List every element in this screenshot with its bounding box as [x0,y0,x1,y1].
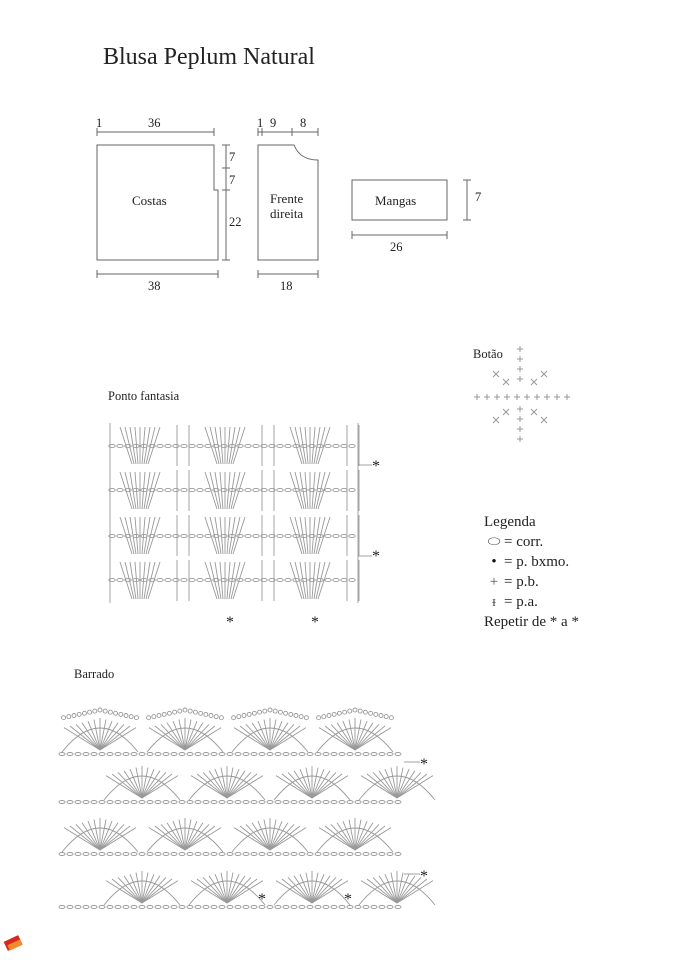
legend-title: Legenda [484,514,536,530]
front-bottom-width-label: 18 [280,279,293,293]
legend-item-text: = p. bxmo. [504,554,570,570]
legend-item-text: = p.b. [504,574,539,590]
repeat-marker: * [258,891,266,908]
back-offset-label: 1 [96,116,103,130]
repeat-marker: * [226,614,234,631]
sleeve-height-label: 7 [475,190,482,204]
sleeve-piece-label: Mangas [375,193,417,208]
back-piece-label: Costas [132,193,167,208]
brand-logo-icon [3,935,23,951]
legend-item: + = p.b. [484,572,579,592]
sleeve-width-label: 26 [390,240,403,254]
page-title: Blusa Peplum Natural [103,44,315,70]
border-stitch-chart [58,707,436,909]
fancy-stitch-chart [108,423,372,603]
t-double-crochet-icon: ᵻ [491,594,497,610]
dot-slip-stitch-icon: • [491,554,497,570]
repeat-marker: * [311,614,319,631]
front-label-line1: Frente [270,191,304,206]
oval-chain-icon: ⬭ [487,534,501,550]
front-top-a-label: 9 [270,116,277,130]
front-top-b-label: 8 [300,116,307,130]
repeat-marker: * [420,868,428,885]
button-motif [474,346,570,442]
back-height-c-label: 22 [229,215,242,229]
button-title: Botão [473,347,503,361]
back-piece-outline [96,144,219,261]
front-offset-label: 1 [257,116,264,130]
legend: Legenda ⬭ = corr. • = p. bxmo. + = p.b. … [484,512,579,632]
legend-item: ᵻ = p.a. [484,592,579,612]
repeat-marker: * [372,548,380,565]
legend-repeat-note: Repetir de * a * [484,614,579,630]
repeat-marker: * [420,756,428,773]
front-piece-outline [257,144,319,261]
repeat-marker: * [344,891,352,908]
back-top-width-label: 36 [148,116,161,130]
front-piece-label: Frente direita [270,191,303,221]
back-bottom-width-label: 38 [148,279,161,293]
legend-item: • = p. bxmo. [484,552,579,572]
fancy-stitch-title: Ponto fantasia [108,389,180,403]
border-title: Barrado [74,667,115,681]
repeat-marker: * [372,458,380,475]
back-height-a-label: 7 [229,150,236,164]
legend-item: ⬭ = corr. [484,532,579,552]
legend-item-text: = corr. [504,534,544,550]
back-height-b-label: 7 [229,173,236,187]
front-label-line2: direita [270,206,304,221]
plus-single-crochet-icon: + [489,574,499,590]
legend-item-text: = p.a. [504,594,538,610]
sleeve-piece-outline [351,179,448,221]
